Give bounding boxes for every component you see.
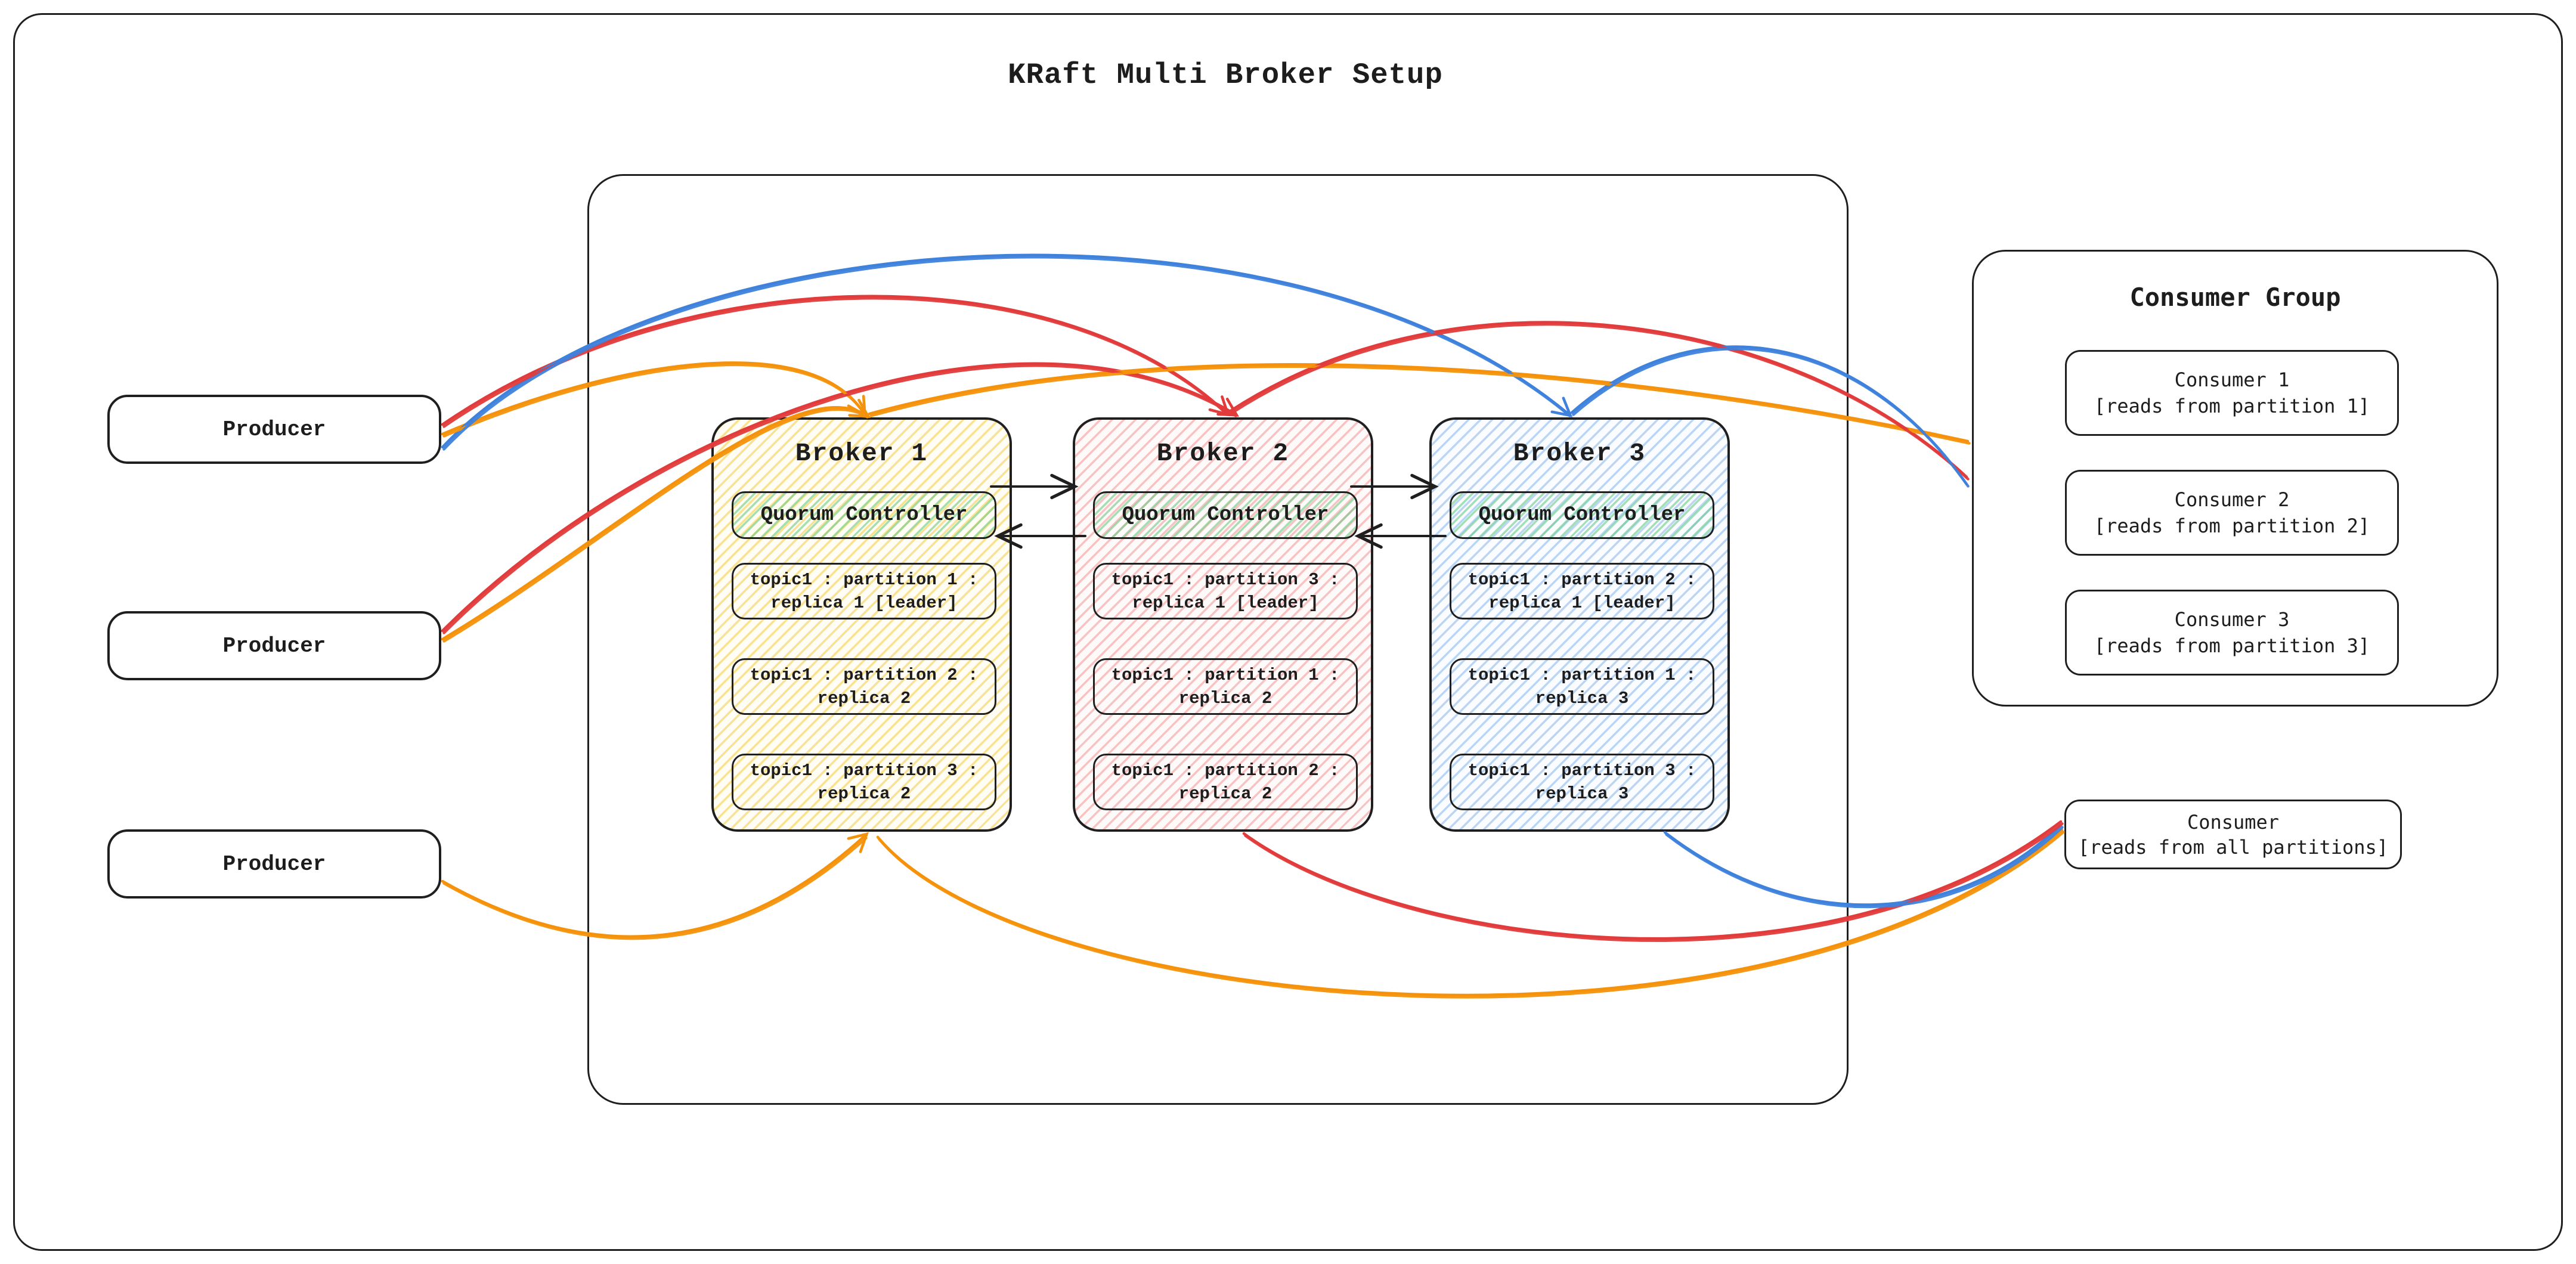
- broker-2-quorum-controller-box[interactable]: Quorum Controller: [1093, 491, 1358, 539]
- broker-2-title: Broker 2: [1156, 439, 1290, 468]
- partition-label: replica 2: [1178, 783, 1272, 804]
- partition-label: topic1 : partition 2 :: [1111, 760, 1340, 780]
- broker-3-title: Broker 3: [1513, 439, 1646, 468]
- partition-label: topic1 : partition 1 :: [1111, 665, 1340, 685]
- standalone-consumer-label: Consumer: [2187, 810, 2280, 834]
- partition-label: replica 1 [leader]: [1488, 593, 1676, 613]
- partition-label: topic1 : partition 2 :: [1467, 569, 1696, 590]
- partition-label: topic1 : partition 3 :: [1111, 569, 1340, 590]
- partition-label: replica 2: [817, 688, 911, 708]
- producer-2-label: Producer: [222, 633, 326, 658]
- consumer-2-detail: [reads from partition 2]: [2094, 515, 2370, 537]
- partition-label: replica 3: [1535, 688, 1629, 708]
- broker-2-quorum-controller-label: Quorum Controller: [1122, 504, 1329, 526]
- broker-1-box[interactable]: Broker 1 Quorum Controller topic1 : part…: [711, 417, 1012, 832]
- broker-1-title: Broker 1: [795, 439, 928, 468]
- producer-2-box[interactable]: Producer: [107, 611, 441, 680]
- consumer-1-label: Consumer 1: [2174, 368, 2290, 391]
- consumer-1-box[interactable]: Consumer 1 [reads from partition 1]: [2065, 350, 2399, 436]
- broker-2-partition-box-3[interactable]: topic1 : partition 2 : replica 2: [1093, 754, 1358, 810]
- partition-label: topic1 : partition 3 :: [1467, 760, 1696, 780]
- broker-3-quorum-controller-box[interactable]: Quorum Controller: [1450, 491, 1714, 539]
- partition-label: topic1 : partition 1 :: [1467, 665, 1696, 685]
- consumer-3-detail: [reads from partition 3]: [2094, 634, 2370, 657]
- broker-1-quorum-controller-box[interactable]: Quorum Controller: [732, 491, 996, 539]
- partition-label: replica 3: [1535, 783, 1629, 804]
- consumer-2-label: Consumer 2: [2174, 488, 2290, 511]
- consumer-3-label: Consumer 3: [2174, 608, 2290, 631]
- partition-label: replica 1 [leader]: [770, 593, 958, 613]
- consumer-1-detail: [reads from partition 1]: [2094, 395, 2370, 417]
- producer-3-box[interactable]: Producer: [107, 829, 441, 899]
- consumer-group-box[interactable]: Consumer Group Consumer 1 [reads from pa…: [1972, 250, 2498, 707]
- producer-1-box[interactable]: Producer: [107, 395, 441, 464]
- partition-label: topic1 : partition 3 :: [750, 760, 979, 780]
- broker-2-partition-box-1[interactable]: topic1 : partition 3 : replica 1 [leader…: [1093, 563, 1358, 619]
- broker-1-partition-box-3[interactable]: topic1 : partition 3 : replica 2: [732, 754, 996, 810]
- broker-2-box[interactable]: Broker 2 Quorum Controller topic1 : part…: [1073, 417, 1373, 832]
- page-title: KRaft Multi Broker Setup: [1008, 58, 1443, 92]
- partition-label: replica 2: [817, 783, 911, 804]
- consumer-group-title: Consumer Group: [2129, 283, 2341, 312]
- broker-1-partition-box-1[interactable]: topic1 : partition 1 : replica 1 [leader…: [732, 563, 996, 619]
- broker-3-partition-box-3[interactable]: topic1 : partition 3 : replica 3: [1450, 754, 1714, 810]
- partition-label: topic1 : partition 2 :: [750, 665, 979, 685]
- partition-label: replica 2: [1178, 688, 1272, 708]
- broker-1-partition-box-2[interactable]: topic1 : partition 2 : replica 2: [732, 658, 996, 715]
- producer-3-label: Producer: [222, 851, 326, 876]
- outer-frame: [13, 13, 2563, 1251]
- partition-label: topic1 : partition 1 :: [750, 569, 979, 590]
- broker-3-partition-box-2[interactable]: topic1 : partition 1 : replica 3: [1450, 658, 1714, 715]
- broker-3-quorum-controller-label: Quorum Controller: [1478, 504, 1686, 526]
- standalone-consumer-detail: [reads from all partitions]: [2077, 835, 2389, 859]
- standalone-consumer-box[interactable]: Consumer [reads from all partitions]: [2064, 800, 2402, 869]
- consumer-2-box[interactable]: Consumer 2 [reads from partition 2]: [2065, 470, 2399, 556]
- broker-1-quorum-controller-label: Quorum Controller: [760, 504, 968, 526]
- broker-3-partition-box-1[interactable]: topic1 : partition 2 : replica 1 [leader…: [1450, 563, 1714, 619]
- consumer-3-box[interactable]: Consumer 3 [reads from partition 3]: [2065, 590, 2399, 676]
- partition-label: replica 1 [leader]: [1132, 593, 1319, 613]
- broker-2-partition-box-2[interactable]: topic1 : partition 1 : replica 2: [1093, 658, 1358, 715]
- producer-1-label: Producer: [222, 417, 326, 442]
- broker-3-box[interactable]: Broker 3 Quorum Controller topic1 : part…: [1429, 417, 1730, 832]
